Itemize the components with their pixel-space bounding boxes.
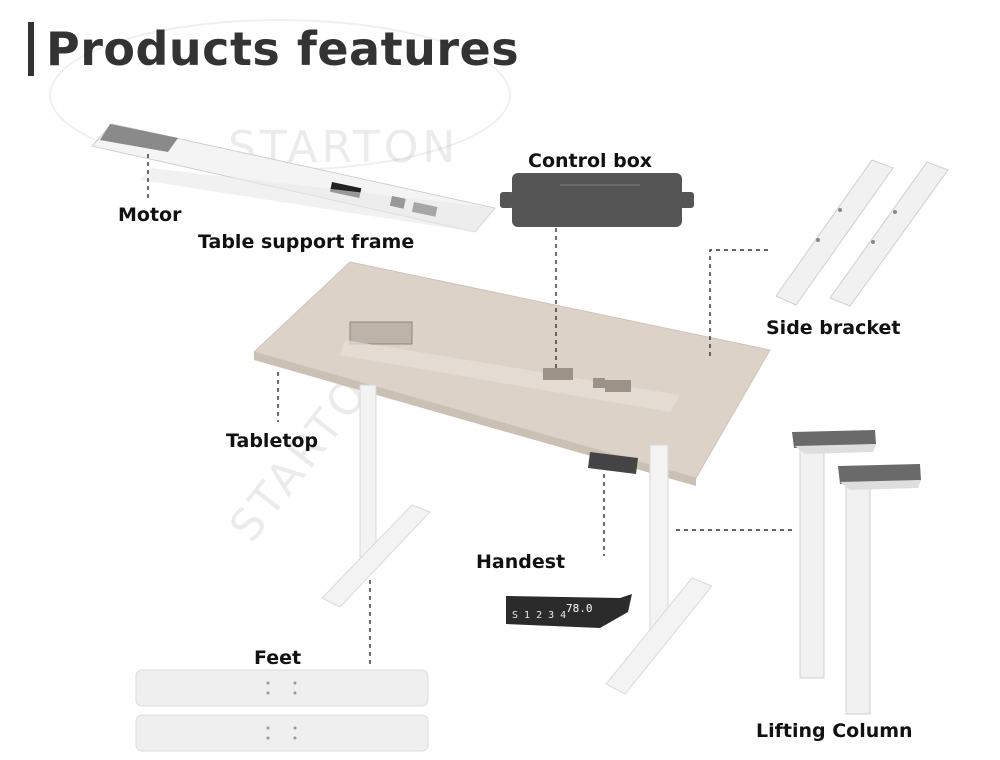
handset-illustration: S 1 2 3 4 78.0 [506,594,632,628]
title-accent-bar [28,22,34,76]
page-title: Products features [46,22,520,76]
leader-lines [147,154,796,668]
handset-buttons-text: S 1 2 3 4 [512,610,566,621]
label-table-support-frame: Table support frame [198,231,415,253]
desk-legs-illustration [321,384,713,695]
label-control-box: Control box [528,150,653,172]
label-motor: Motor [118,204,182,226]
handset-readout-text: 78.0 [566,602,593,615]
side-bracket-illustration [775,159,949,307]
lifting-column-illustration [792,430,921,715]
feet-illustration [135,669,429,752]
table-support-frame-illustration [91,123,496,233]
label-tabletop: Tabletop [226,430,319,452]
label-feet: Feet [254,647,302,669]
label-lifting-column: Lifting Column [756,720,913,742]
handset-mounted-illustration [588,452,638,474]
side-bracket-leader [709,249,770,356]
label-side-bracket: Side bracket [766,317,901,339]
tabletop-illustration [253,261,771,486]
control-box-illustration [500,173,694,227]
label-handest: Handest [476,551,566,573]
